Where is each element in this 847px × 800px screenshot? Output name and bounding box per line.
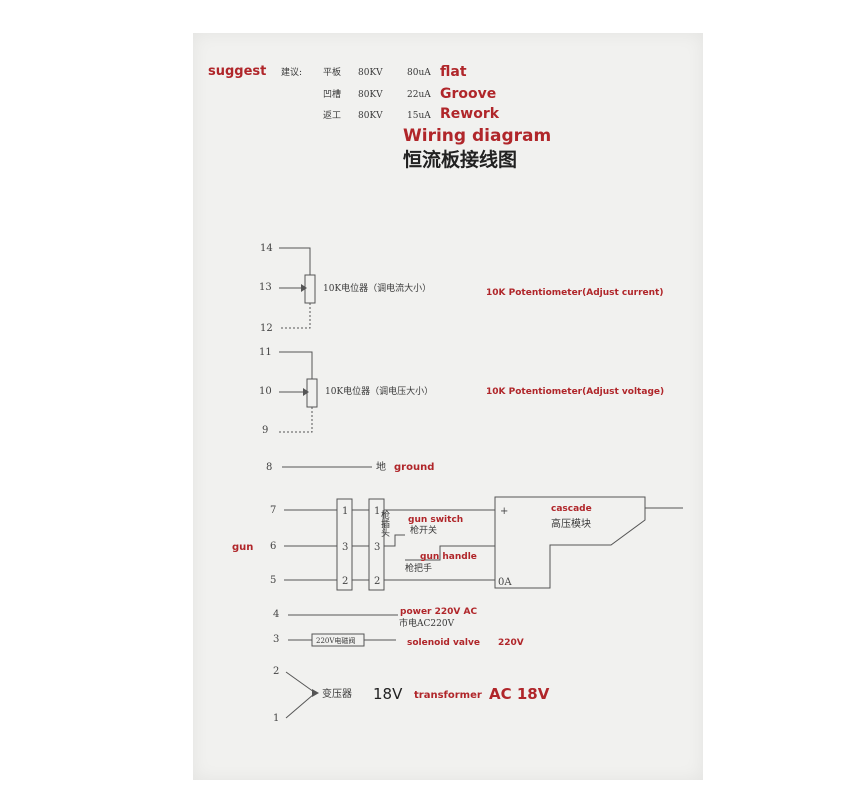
cascade-label-en: cascade: [551, 504, 592, 514]
pot-current-label-en: 10K Potentiometer(Adjust current): [486, 288, 663, 298]
cascade-module: [494, 496, 646, 589]
suggest-label-cn: 建议:: [281, 66, 302, 78]
terminal-7: 7: [270, 505, 276, 516]
gun-block1-pin2: 2: [342, 576, 348, 587]
potentiometer-current: [279, 247, 316, 329]
terminal-12: 12: [260, 323, 273, 334]
gun-plug-pin3: 3: [374, 542, 380, 553]
gun-label: gun: [232, 542, 253, 553]
suggest-row-flat-cn: 平板: [323, 66, 341, 78]
gun-plug-label: 枪插头: [379, 509, 390, 538]
power-label-cn: 市电AC220V: [399, 617, 455, 629]
terminal-11: 11: [259, 347, 272, 358]
gun-switch-label-en: gun switch: [408, 515, 463, 525]
potentiometer-voltage: [279, 351, 318, 433]
transformer-label-cn: 变压器: [322, 687, 352, 700]
transformer-wires: [285, 671, 319, 719]
pot-current-label-cn: 10K电位器（调电流大小）: [323, 282, 431, 294]
cascade-plus: +: [500, 506, 508, 517]
cascade-label-cn: 高压模块: [551, 517, 591, 530]
pot-voltage-label-cn: 10K电位器（调电压大小）: [325, 385, 433, 397]
gun-plug-pin2: 2: [374, 576, 380, 587]
terminal-8: 8: [266, 462, 272, 473]
terminal-1: 1: [273, 713, 279, 724]
solenoid-box-label: 220V电磁阀: [316, 636, 355, 645]
terminal-5: 5: [270, 575, 276, 586]
power-label-en: power 220V AC: [400, 607, 477, 617]
terminal-13: 13: [259, 282, 272, 293]
ground-label-en: ground: [394, 462, 434, 473]
title-en: Wiring diagram: [403, 126, 551, 146]
solenoid-label-v: 220V: [498, 638, 524, 648]
gun-plug-pin1: 1: [374, 506, 380, 517]
gun-handle-label-en: gun handle: [420, 552, 477, 562]
suggest-row-flat-kv: 80KV: [358, 68, 383, 78]
cascade-minus: 0A: [498, 577, 512, 588]
suggest-row-rework-ua: 15uA: [407, 111, 431, 121]
paper-sheet: [193, 33, 703, 780]
suggest-row-rework-kv: 80KV: [358, 111, 383, 121]
suggest-row-rework-cn: 返工: [323, 109, 341, 121]
terminal-3: 3: [273, 634, 279, 645]
transformer-label-en: transformer: [414, 690, 482, 701]
title-cn: 恒流板接线图: [403, 148, 517, 171]
terminal-4: 4: [273, 609, 279, 620]
gun-plug-block: [368, 498, 385, 591]
pot-voltage-label-en: 10K Potentiometer(Adjust voltage): [486, 387, 664, 397]
transformer-label-v: 18V: [373, 685, 403, 703]
suggest-row-flat-ua: 80uA: [407, 68, 431, 78]
solenoid-label-en: solenoid valve: [407, 638, 480, 648]
terminal-9: 9: [262, 425, 268, 436]
gun-switch-label-cn: 枪开关: [410, 524, 437, 536]
suggest-row-groove-ua: 22uA: [407, 90, 431, 100]
gun-handle-label-cn: 枪把手: [405, 562, 432, 574]
terminal-2: 2: [273, 666, 279, 677]
solenoid-valve: [288, 633, 396, 647]
gun-wires: [284, 509, 495, 581]
transformer-label-ac: AC 18V: [489, 685, 550, 703]
gun-block1-pin3: 3: [342, 542, 348, 553]
terminal-6: 6: [270, 541, 276, 552]
terminal-14: 14: [260, 243, 273, 254]
ground-label-cn: 地: [376, 460, 386, 473]
gun-block1-pin1: 1: [342, 506, 348, 517]
suggest-row-groove-en: Groove: [440, 86, 496, 102]
suggest-row-flat-en: flat: [440, 64, 467, 80]
suggest-label: suggest: [208, 64, 266, 79]
suggest-row-rework-en: Rework: [440, 106, 500, 122]
suggest-row-groove-kv: 80KV: [358, 90, 383, 100]
terminal-10: 10: [259, 386, 272, 397]
suggest-row-groove-cn: 凹槽: [323, 88, 341, 100]
gun-terminal-block: [336, 498, 353, 591]
